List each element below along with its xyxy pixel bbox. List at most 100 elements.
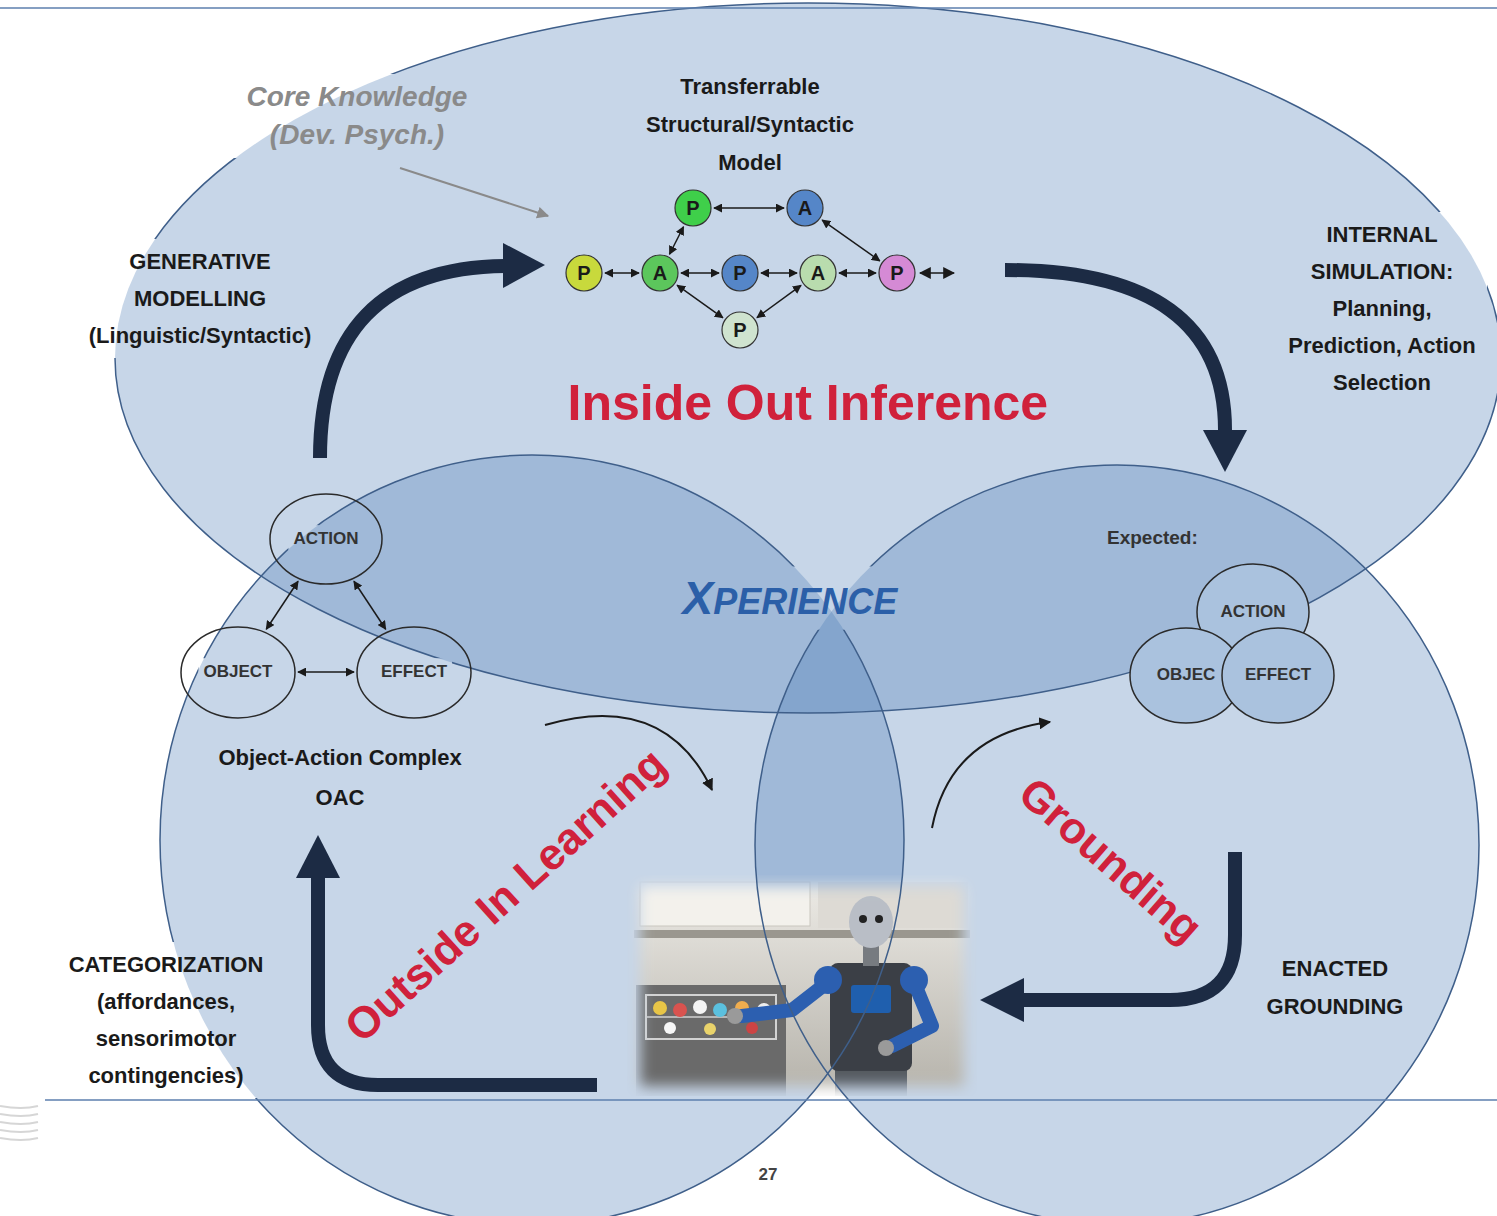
cycle-title-box: Inside Out Inference: [568, 373, 1049, 433]
robot-hand: [878, 1040, 894, 1056]
cycle-arrowhead: [980, 978, 1024, 1022]
robot-shoulder: [900, 966, 928, 994]
project-name-box: XPERIENCE: [683, 571, 898, 626]
cycle-arrows: [296, 243, 1247, 1085]
connector-arrow: [354, 581, 386, 629]
oac-ellipse-outline: [181, 627, 295, 718]
logo-stroke: [0, 1130, 38, 1132]
node-text: P: [733, 262, 746, 285]
cup: [653, 1001, 667, 1015]
backsplash: [818, 882, 968, 928]
pa-node: P: [674, 189, 712, 227]
learning-region-outline: [160, 455, 904, 1216]
dishwasher: [636, 985, 786, 1096]
node-text: P: [686, 197, 699, 220]
node-text: ACTION: [1220, 602, 1285, 622]
connector-arrow: [761, 272, 797, 274]
pa-node: P: [565, 254, 603, 292]
connector-arrow: [757, 285, 801, 317]
robot-hand: [727, 1008, 743, 1024]
node-text: OBJECT: [204, 662, 273, 682]
node-text: P: [890, 262, 903, 285]
node-text: EFFECT: [1245, 665, 1311, 685]
logo-stroke: [0, 1122, 38, 1124]
logo-stroke: [0, 1138, 38, 1140]
oac-circle: EFFECT: [356, 626, 472, 719]
symbol-circle-outline: [722, 312, 758, 348]
cup: [664, 1022, 676, 1034]
node-text: ACTION: [293, 529, 358, 549]
connector-arrow: [605, 272, 639, 274]
robot-arm: [742, 982, 828, 1016]
connector-arrow: [822, 220, 880, 261]
page-number-box: 27: [759, 1165, 778, 1185]
connector-arrow: [266, 581, 298, 629]
project-name: XPERIENCE: [683, 571, 898, 626]
robot-head: [849, 896, 893, 948]
process-label-box: CATEGORIZATION (affordances, sensorimoto…: [54, 946, 279, 1094]
connector-arrow: [681, 272, 719, 274]
symbol-circle-outline: [642, 255, 678, 291]
pa-node: P: [721, 254, 759, 292]
cycle-title: Outside In Learning: [334, 737, 676, 1053]
robot-base: [835, 1068, 907, 1096]
process-label-box: GENERATIVE MODELLING (Linguistic/Syntact…: [80, 243, 320, 354]
node-text: A: [798, 197, 812, 220]
cycle-title-box: Outside In Learning: [334, 737, 676, 1053]
group-heading-box: Expected:: [1107, 527, 1198, 550]
robot-photo: [627, 875, 977, 1096]
cup: [693, 1000, 707, 1014]
model-heading: Transferrable Structural/Syntactic Model: [633, 68, 868, 182]
node-text: P: [733, 319, 746, 342]
pa-node: P: [878, 254, 916, 292]
pa-node: A: [786, 189, 824, 227]
node-text: OBJEC: [1157, 665, 1216, 685]
footer-logo: [0, 1106, 38, 1140]
cycle-title: Inside Out Inference: [568, 373, 1049, 433]
symbol-circle-outline: [566, 255, 602, 291]
group-caption-box: Object-Action Complex OAC: [210, 738, 470, 818]
footer-rule: [45, 1099, 1497, 1101]
connector-arrow: [670, 227, 684, 255]
robot-shoulder: [814, 966, 842, 994]
connector-arrow: [298, 671, 354, 673]
annotation-note: Core Knowledge (Dev. Psych.): [217, 78, 497, 154]
upper-cabinet: [640, 882, 810, 926]
process-label: CATEGORIZATION (affordances, sensorimoto…: [54, 946, 279, 1094]
symbol-circle-outline: [675, 190, 711, 226]
cycle-arrowhead: [296, 835, 340, 878]
cycle-arrowhead: [503, 243, 545, 288]
pa-node: A: [641, 254, 679, 292]
node-text: A: [653, 262, 667, 285]
symbol-circle-outline: [879, 255, 915, 291]
header-rule: [0, 7, 1497, 9]
inference-region-outline: [115, 3, 1497, 713]
process-label: GENERATIVE MODELLING (Linguistic/Syntact…: [80, 243, 320, 354]
process-label: INTERNAL SIMULATION: Planning, Predictio…: [1282, 216, 1482, 401]
connector-arrow: [839, 272, 876, 274]
symbol-circle-outline: [800, 255, 836, 291]
logo-stroke: [0, 1106, 38, 1108]
oac-ellipse-outline: [1222, 628, 1334, 723]
robot-eye: [859, 915, 867, 923]
oac-ellipse-outline: [270, 494, 382, 584]
cycle-arrowhead: [1203, 430, 1247, 472]
open-chain-arrow: [920, 272, 954, 274]
cup: [746, 1022, 758, 1034]
robot-torso: [830, 963, 912, 1071]
expected-oac-circle: EFFECT: [1221, 627, 1335, 724]
oac-circle: ACTION: [269, 493, 383, 585]
grounding-region: [755, 465, 1479, 1216]
kitchen-wall: [627, 875, 977, 1096]
cycle-arrow: [320, 266, 505, 458]
process-label-box: INTERNAL SIMULATION: Planning, Predictio…: [1282, 216, 1482, 401]
page-number: 27: [759, 1165, 778, 1185]
node-text: P: [577, 262, 590, 285]
cycle-title: Grounding: [1008, 766, 1212, 953]
node-text: EFFECT: [381, 662, 447, 682]
robot-eye: [875, 915, 883, 923]
leader-arrow: [400, 168, 548, 216]
connector-arrow: [677, 285, 723, 318]
